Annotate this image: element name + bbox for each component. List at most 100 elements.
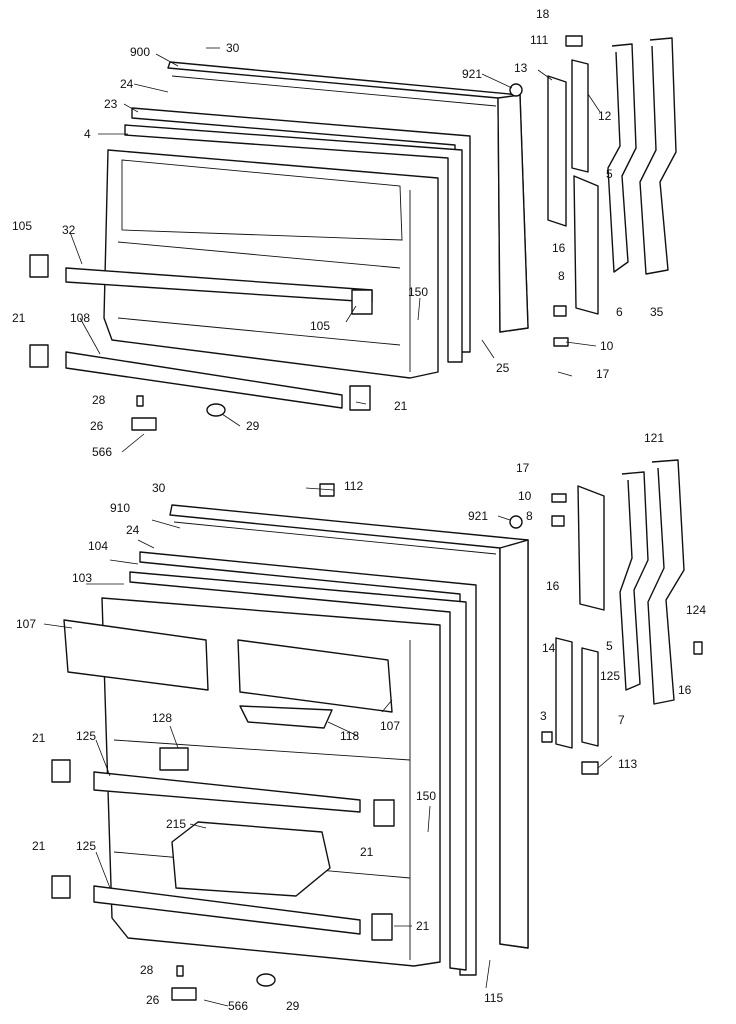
callout-label: 107 — [380, 719, 400, 733]
callout-label: 32 — [62, 223, 76, 237]
callout-label: 21 — [360, 845, 374, 859]
callout-label: 29 — [246, 419, 260, 433]
callout-label: 921 — [468, 509, 488, 523]
callout-label: 6 — [616, 305, 623, 319]
freezer-spacer — [136, 395, 144, 407]
callout-label: 107 — [16, 617, 36, 631]
freezer-shelf-bar-lower — [65, 351, 343, 409]
fresh-food-stop — [551, 493, 567, 503]
leader-lines — [43, 47, 613, 1007]
fresh-food-shelf-clip-right-2 — [371, 913, 393, 941]
callout-label: 128 — [152, 711, 172, 725]
freezer-breaker-strip — [124, 124, 463, 363]
callout-label: 215 — [166, 817, 186, 831]
callout-label: 21 — [32, 731, 46, 745]
callout-label: 28 — [140, 963, 154, 977]
callout-label: 125 — [76, 839, 96, 853]
callout-label: 113 — [618, 757, 637, 771]
callout-label: 8 — [558, 269, 565, 283]
callout-label: 29 — [286, 999, 300, 1013]
fresh-food-cam-block — [581, 761, 599, 775]
callout-label: 18 — [536, 7, 550, 21]
freezer-door-liner — [103, 149, 439, 379]
freezer-cap-plug — [509, 83, 523, 97]
fresh-food-bin-right — [237, 639, 393, 713]
callout-label: 4 — [84, 127, 91, 141]
fresh-food-bushing-lower — [541, 731, 553, 743]
callout-label: 10 — [600, 339, 614, 353]
callout-label: 112 — [344, 479, 363, 493]
fresh-food-bushing — [551, 515, 565, 527]
callout-label: 125 — [76, 729, 96, 743]
callout-label: 121 — [644, 431, 664, 445]
freezer-door-handle-outer — [639, 37, 677, 275]
callout-label: 28 — [92, 393, 106, 407]
callout-label: 17 — [596, 367, 610, 381]
callout-label: 16 — [552, 241, 566, 255]
callout-label: 5 — [606, 639, 613, 653]
callout-label: 111 — [530, 33, 549, 47]
freezer-callouts: 900 30 18 111 921 13 12 24 23 4 5 16 6 3… — [12, 7, 664, 459]
fresh-food-hinge-strip — [581, 647, 599, 747]
callout-label: 125 — [600, 669, 620, 683]
fresh-food-door-assembly — [51, 459, 703, 1001]
fresh-food-tray — [239, 705, 333, 729]
callout-label: 124 — [686, 603, 706, 617]
callout-label: 150 — [416, 789, 436, 803]
freezer-bushing — [553, 305, 567, 317]
freezer-hinge-strip — [571, 59, 589, 173]
callout-label: 105 — [310, 319, 330, 333]
fresh-food-callouts: 30 112 17 121 10 910 921 8 24 104 103 16… — [16, 431, 706, 1013]
callout-label: 26 — [90, 419, 104, 433]
callout-label: 35 — [650, 305, 664, 319]
freezer-hinge-cap — [565, 35, 583, 47]
callout-label: 566 — [228, 999, 248, 1013]
fresh-food-hinge-bracket — [577, 485, 605, 611]
fresh-food-shelf-bar-lower — [93, 885, 361, 935]
freezer-bumper — [206, 403, 226, 417]
fresh-food-bin-left — [63, 619, 209, 691]
freezer-shelf-clip-left-2 — [29, 344, 49, 368]
fresh-food-shelf-clip-right-1 — [373, 799, 395, 827]
callout-label: 21 — [12, 311, 26, 325]
callout-label: 104 — [88, 539, 108, 553]
callout-label: 23 — [104, 97, 118, 111]
fresh-food-side-trim — [555, 637, 573, 749]
callout-label: 910 — [110, 501, 130, 515]
callout-label: 30 — [226, 41, 240, 55]
callout-label: 21 — [416, 919, 430, 933]
fresh-food-cap-plug — [509, 515, 523, 529]
fresh-food-spacer — [176, 965, 184, 977]
freezer-cam — [131, 417, 157, 431]
callout-label: 21 — [394, 399, 408, 413]
callout-label: 115 — [484, 991, 503, 1005]
freezer-door-assembly — [29, 35, 677, 431]
fresh-food-bumper — [256, 973, 276, 987]
callout-label: 30 — [152, 481, 166, 495]
callout-label: 21 — [32, 839, 46, 853]
freezer-shelf-clip-right-2 — [349, 385, 371, 411]
callout-label: 566 — [92, 445, 112, 459]
callout-label: 8 — [526, 509, 533, 523]
callout-label: 24 — [120, 77, 134, 91]
callout-label: 24 — [126, 523, 140, 537]
callout-label: 16 — [678, 683, 692, 697]
callout-label: 105 — [12, 219, 32, 233]
callout-label: 150 — [408, 285, 428, 299]
fresh-food-shelf-clip-left-2 — [51, 875, 71, 899]
callout-label: 3 — [540, 709, 547, 723]
freezer-stop — [553, 337, 569, 347]
callout-label: 108 — [70, 311, 90, 325]
fresh-food-door-handle-inner — [619, 471, 649, 691]
fresh-food-door-handle-outer — [647, 459, 685, 705]
fresh-food-shelf-bar-upper — [93, 771, 361, 813]
freezer-door-handle-inner — [607, 43, 637, 273]
fresh-food-cam — [171, 987, 197, 1001]
callout-label: 26 — [146, 993, 160, 1007]
freezer-side-trim — [547, 75, 567, 227]
callout-label: 5 — [606, 167, 613, 181]
fresh-food-gasket — [139, 551, 477, 976]
callout-label: 103 — [72, 571, 92, 585]
freezer-shelf-clip-left-1 — [29, 254, 49, 278]
